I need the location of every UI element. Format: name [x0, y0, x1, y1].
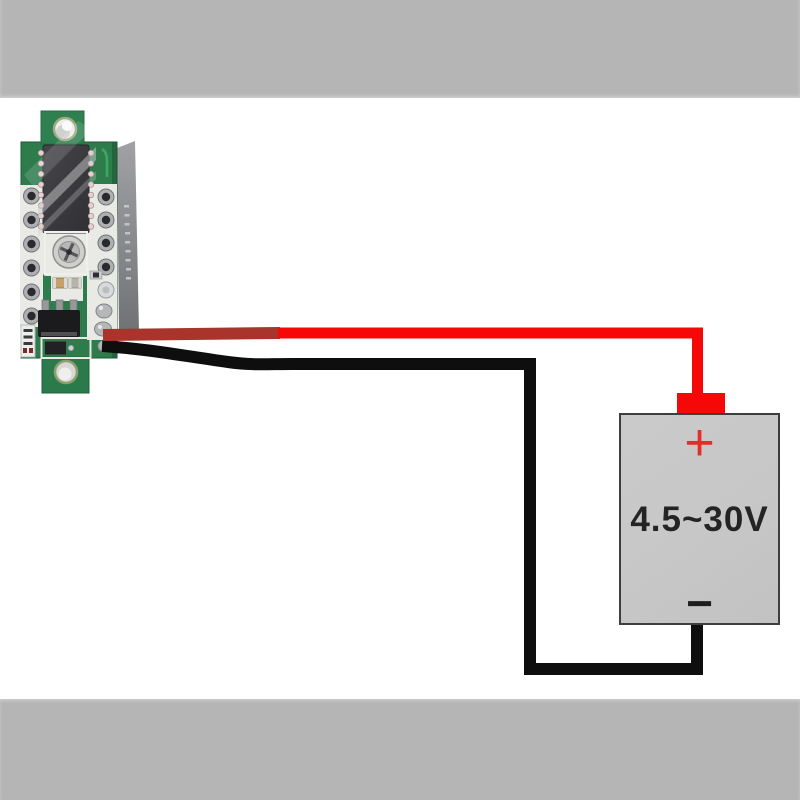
- watermark-glare: [24, 121, 96, 237]
- transistor: [38, 299, 80, 337]
- mounting-hole-top: [52, 116, 78, 142]
- negative-wire: [101, 340, 703, 675]
- top-gray-bar: [0, 0, 800, 98]
- battery-voltage-label: 4.5~30V: [630, 500, 769, 539]
- battery-minus-label: −: [686, 577, 713, 629]
- battery-box: + 4.5~30V −: [619, 413, 780, 629]
- bottom-gray-bar: [0, 699, 800, 800]
- battery-positive-terminal: [677, 393, 725, 413]
- pcb-module-icon: [20, 110, 139, 394]
- smd-resistors: [52, 270, 103, 289]
- positive-wire: [278, 327, 703, 396]
- mounting-hole-bottom: [53, 359, 79, 385]
- display-module-edge: [117, 141, 139, 334]
- positive-wire-inner-segment: [102, 327, 281, 341]
- component-array: [20, 324, 36, 358]
- trimmer-potentiometer: [44, 231, 88, 275]
- battery-plus-label: +: [684, 414, 715, 472]
- smd-capacitor-box: [40, 337, 92, 359]
- pcb-trace: [101, 147, 109, 177]
